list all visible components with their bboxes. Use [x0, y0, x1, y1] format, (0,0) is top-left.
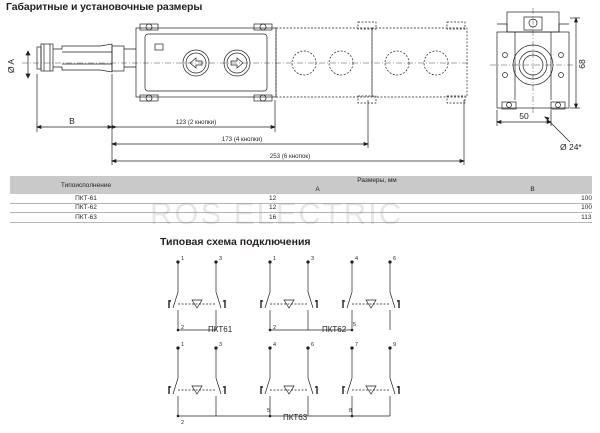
pin-label: 1 [181, 256, 184, 262]
pin-label: 3 [219, 256, 222, 262]
col-b-header: В [473, 185, 592, 194]
pin-label: 6 [393, 256, 396, 262]
sizes-table: Типоисполнение Размеры, мм А В ПКТ-61 12… [10, 176, 592, 223]
cell-b: 100 [473, 194, 592, 204]
pkt61-label: ПКТ61 [208, 325, 233, 334]
pin-label: 4 [273, 342, 276, 348]
col-a-header: А [161, 185, 474, 194]
cable-gland [36, 43, 136, 73]
table-row: ПКТ-61 12 100 [10, 194, 592, 204]
pkt62-label: ПКТ62 [322, 325, 347, 334]
table-row: ПКТ-62 12 100 [10, 203, 592, 213]
dim-24-label: Ø 24* [560, 142, 582, 152]
pin-label: 3 [219, 342, 222, 348]
pin-label: 1 [273, 256, 276, 262]
dim-50-label: 50 [519, 111, 529, 121]
pin-label: 7 [355, 342, 358, 348]
pin-label: 8 [349, 408, 352, 414]
pin-label: 9 [393, 342, 396, 348]
page-title: Габаритные и установочные размеры [6, 1, 203, 13]
pin-label: 6 [311, 342, 314, 348]
pin-label: 5 [353, 322, 356, 328]
cell-a: 16 [161, 212, 474, 223]
schema-title: Типовая схема подключения [160, 236, 311, 248]
schema-pkt62 [260, 260, 400, 332]
col-sizes-header: Размеры, мм [161, 176, 592, 185]
schema-pkt63 [168, 346, 400, 418]
pin-label: 4 [355, 256, 358, 262]
cell-type: ПКТ-63 [10, 212, 162, 223]
cell-type: ПКТ-61 [10, 194, 162, 204]
pin-label: 5 [267, 408, 270, 414]
dim-123-label: 123 (2 кнопки) [176, 119, 216, 126]
dim-a-label: Ø A [6, 59, 16, 74]
dim-68-label: 68 [577, 59, 587, 69]
table-row: ПКТ-63 16 113 [10, 212, 592, 223]
pin-label: 2 [181, 420, 184, 426]
pin-label: 2 [181, 325, 184, 331]
pkt63-label: ПКТ63 [283, 413, 308, 422]
dim-253-label: 253 (6 кнопок) [270, 153, 310, 160]
housing-extension [275, 21, 468, 104]
cell-type: ПКТ-62 [10, 203, 162, 213]
wiring-schema: 1 3 2 1 3 4 6 2 5 1 3 4 6 7 9 2 5 8 ПКТ6… [168, 256, 400, 426]
pin-label: 1 [181, 342, 184, 348]
side-view [490, 8, 580, 143]
pin-label: 3 [311, 256, 314, 262]
dim-b-label: B [69, 116, 75, 126]
cell-b: 100 [473, 203, 592, 213]
dimension-drawing: Ø A B 123 (2 кнопки) 173 (4 кнопки) 253 … [6, 8, 587, 165]
cell-b: 113 [473, 212, 592, 223]
dim-173-label: 173 (4 кнопки) [222, 136, 262, 143]
cell-a: 12 [161, 203, 474, 213]
cell-a: 12 [161, 194, 474, 204]
col-type-header: Типоисполнение [10, 176, 162, 194]
watermark: ROS ELECTRIC [150, 196, 404, 231]
pin-label: 2 [273, 325, 276, 331]
schema-pkt61 [168, 260, 226, 332]
